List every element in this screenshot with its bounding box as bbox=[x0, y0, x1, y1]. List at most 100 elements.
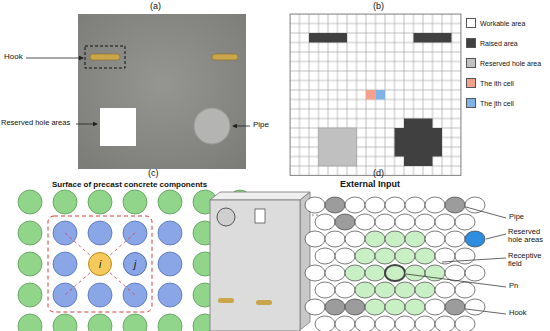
outer-cell bbox=[88, 190, 112, 214]
network-cell bbox=[435, 282, 455, 298]
receptive-cell bbox=[405, 231, 425, 247]
leader-line bbox=[233, 126, 250, 127]
neighbour-cell bbox=[158, 221, 182, 245]
grid-map bbox=[290, 14, 461, 176]
receptive-cell bbox=[365, 265, 385, 281]
network-cell bbox=[435, 316, 455, 331]
part-label: Reserved hole areas bbox=[1, 119, 70, 127]
network-cell bbox=[335, 316, 355, 331]
panel-label: (b) bbox=[373, 2, 384, 12]
network-cell bbox=[345, 197, 365, 213]
part-label: Pn bbox=[509, 282, 518, 290]
network-cell bbox=[315, 248, 335, 264]
outer-cell bbox=[18, 190, 42, 214]
network-cell bbox=[445, 231, 465, 247]
legend-text: Reserved hole area bbox=[480, 60, 541, 67]
raised-cell bbox=[309, 33, 347, 43]
pn-cell bbox=[385, 265, 405, 281]
obstacle-cell bbox=[445, 299, 465, 315]
outer-cell bbox=[53, 190, 77, 214]
network-cell bbox=[445, 265, 465, 281]
neighbour-cell bbox=[158, 283, 182, 307]
network-cell bbox=[405, 197, 425, 213]
reserved-cell bbox=[465, 231, 485, 247]
outer-cell bbox=[123, 314, 147, 331]
outer-cell bbox=[88, 314, 112, 331]
raised-cell bbox=[395, 128, 443, 157]
network-cell bbox=[355, 214, 375, 230]
obstacle-cell bbox=[325, 299, 345, 315]
ith-cell bbox=[366, 90, 376, 100]
network-cell bbox=[415, 316, 435, 331]
part-label: Pipe bbox=[509, 213, 524, 221]
legend-row: Reserved hole area bbox=[466, 58, 541, 68]
receptive-cell bbox=[385, 231, 405, 247]
reserved-cells bbox=[319, 128, 357, 166]
leader-line bbox=[466, 309, 506, 314]
receptive-cell bbox=[395, 248, 415, 264]
neighbour-cell bbox=[88, 283, 112, 307]
neighbour-cell bbox=[158, 252, 182, 276]
legend-swatch bbox=[466, 18, 476, 28]
raised-cell bbox=[414, 33, 452, 43]
outer-cell bbox=[18, 252, 42, 276]
part-label: Hook bbox=[509, 309, 527, 317]
hook-highlight bbox=[85, 46, 125, 68]
outer-cell bbox=[123, 190, 147, 214]
receptive-cell bbox=[415, 248, 435, 264]
outer-cell bbox=[18, 283, 42, 307]
ellipse-network bbox=[305, 197, 485, 331]
network-cell bbox=[315, 214, 335, 230]
neighbourhood-outline bbox=[48, 216, 152, 312]
jth-cell bbox=[376, 90, 386, 100]
panel-title: External Input bbox=[340, 180, 400, 190]
obstacle-cell bbox=[325, 197, 345, 213]
legend-row: The jth cell bbox=[466, 98, 514, 108]
network-cell bbox=[335, 248, 355, 264]
leader-line bbox=[406, 274, 506, 287]
legend-row: The ith cell bbox=[466, 78, 514, 88]
cell-label: j bbox=[134, 259, 136, 270]
outer-cell bbox=[158, 314, 182, 331]
receptive-cell bbox=[345, 265, 365, 281]
network-cell bbox=[465, 197, 485, 213]
network-cell bbox=[375, 316, 395, 331]
network-cell bbox=[385, 197, 405, 213]
outer-cell bbox=[18, 314, 42, 331]
leader-line bbox=[76, 124, 97, 125]
legend-text: The jth cell bbox=[480, 100, 514, 107]
network-cell bbox=[355, 316, 375, 331]
network-cell bbox=[315, 282, 335, 298]
network-cell bbox=[425, 197, 445, 213]
jth-cell-circle: j bbox=[123, 252, 147, 276]
network-cell bbox=[455, 214, 475, 230]
network-cell bbox=[325, 231, 345, 247]
legend-swatch bbox=[466, 38, 476, 48]
network-cell bbox=[455, 248, 475, 264]
legend-row: Raised area bbox=[466, 38, 518, 48]
network-cell bbox=[455, 316, 475, 331]
legend-swatch bbox=[466, 98, 476, 108]
network-cell bbox=[335, 282, 355, 298]
network-cell bbox=[395, 316, 415, 331]
part-label: Reserved hole areas bbox=[508, 228, 548, 245]
slab-top bbox=[210, 192, 310, 200]
network-cell bbox=[435, 214, 455, 230]
receptive-cell bbox=[415, 282, 435, 298]
legend-row: Workable area bbox=[466, 18, 525, 28]
outer-cell bbox=[53, 314, 77, 331]
legend-swatch bbox=[466, 58, 476, 68]
part-label: Pipe bbox=[253, 121, 269, 130]
network-cell bbox=[305, 299, 325, 315]
network-cell bbox=[425, 299, 445, 315]
network-cell bbox=[305, 265, 325, 281]
legend-text: Raised area bbox=[480, 40, 518, 47]
receptive-cell bbox=[395, 282, 415, 298]
legend-text: Workable area bbox=[480, 20, 525, 27]
network-cell bbox=[425, 231, 445, 247]
leader-line bbox=[442, 258, 506, 262]
receptive-cell bbox=[355, 282, 375, 298]
ith-cell-circle: i bbox=[88, 252, 112, 276]
